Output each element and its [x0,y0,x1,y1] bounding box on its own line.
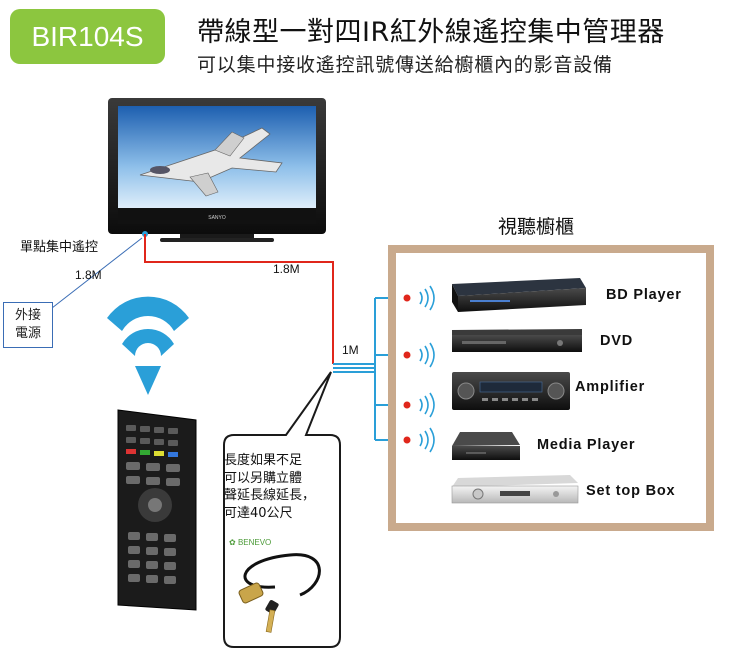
note-callout [223,371,341,648]
amplifier-illustration [452,372,570,410]
tv-illustration: SANYO [108,98,326,242]
note-line-4: 可達40公尺 [224,505,293,521]
device-label-set-top-box: Set top Box [586,483,676,499]
receiver-label: 單點集中遙控 [20,240,99,255]
device-label-media-player: Media Player [537,437,636,453]
length-label-top: 1.8M [273,262,300,276]
benevo-logo: ✿ BENEVO [229,538,271,547]
device-label-bd-player: BD Player [606,287,682,303]
length-label-splitter: 1M [342,343,359,357]
remote-control-illustration [117,409,197,611]
dvd-player-illustration [452,329,582,352]
red-cable [144,234,334,364]
media-player-illustration [452,432,520,460]
external-power-label: 外接 電源 [3,302,53,348]
benevo-brand: BENEVO [237,538,272,547]
note-line-2: 可以另購立體 [224,470,303,486]
page-title: 帶線型一對四IR紅外線遙控集中管理器 [197,17,665,48]
benevo-leaf-icon: ✿ [229,538,238,547]
power-label-line-1: 外接 [14,308,41,323]
extension-cable-illustration [238,553,321,633]
length-label-left: 1.8M [75,268,102,282]
tv-brand: SANYO [208,215,226,221]
power-cable [51,237,143,309]
wifi-signal-icon [107,296,189,395]
bd-player-illustration [452,278,586,312]
page-subtitle: 可以集中接收遙控訊號傳送給櫥櫃內的影音設備 [197,54,613,76]
note-line-3: 聲延長線延長， [224,488,316,503]
ir-emitter-4 [403,427,435,453]
set-top-box-illustration [451,475,579,504]
ir-emitter-3 [403,392,435,418]
note-line-1: 長度如果不足 [224,453,303,468]
device-label-dvd: DVD [600,333,634,349]
ir-emitter-2 [403,342,435,368]
device-label-amplifier: Amplifier [575,379,646,395]
power-label-line-2: 電源 [14,326,41,341]
ir-emitter-1 [403,285,435,311]
model-badge: BIR104S [10,9,165,64]
extension-note: 長度如果不足 可以另購立體 聲延長線延長， 可達40公尺 [224,452,315,522]
cabinet-title: 視聽櫥櫃 [498,216,575,238]
